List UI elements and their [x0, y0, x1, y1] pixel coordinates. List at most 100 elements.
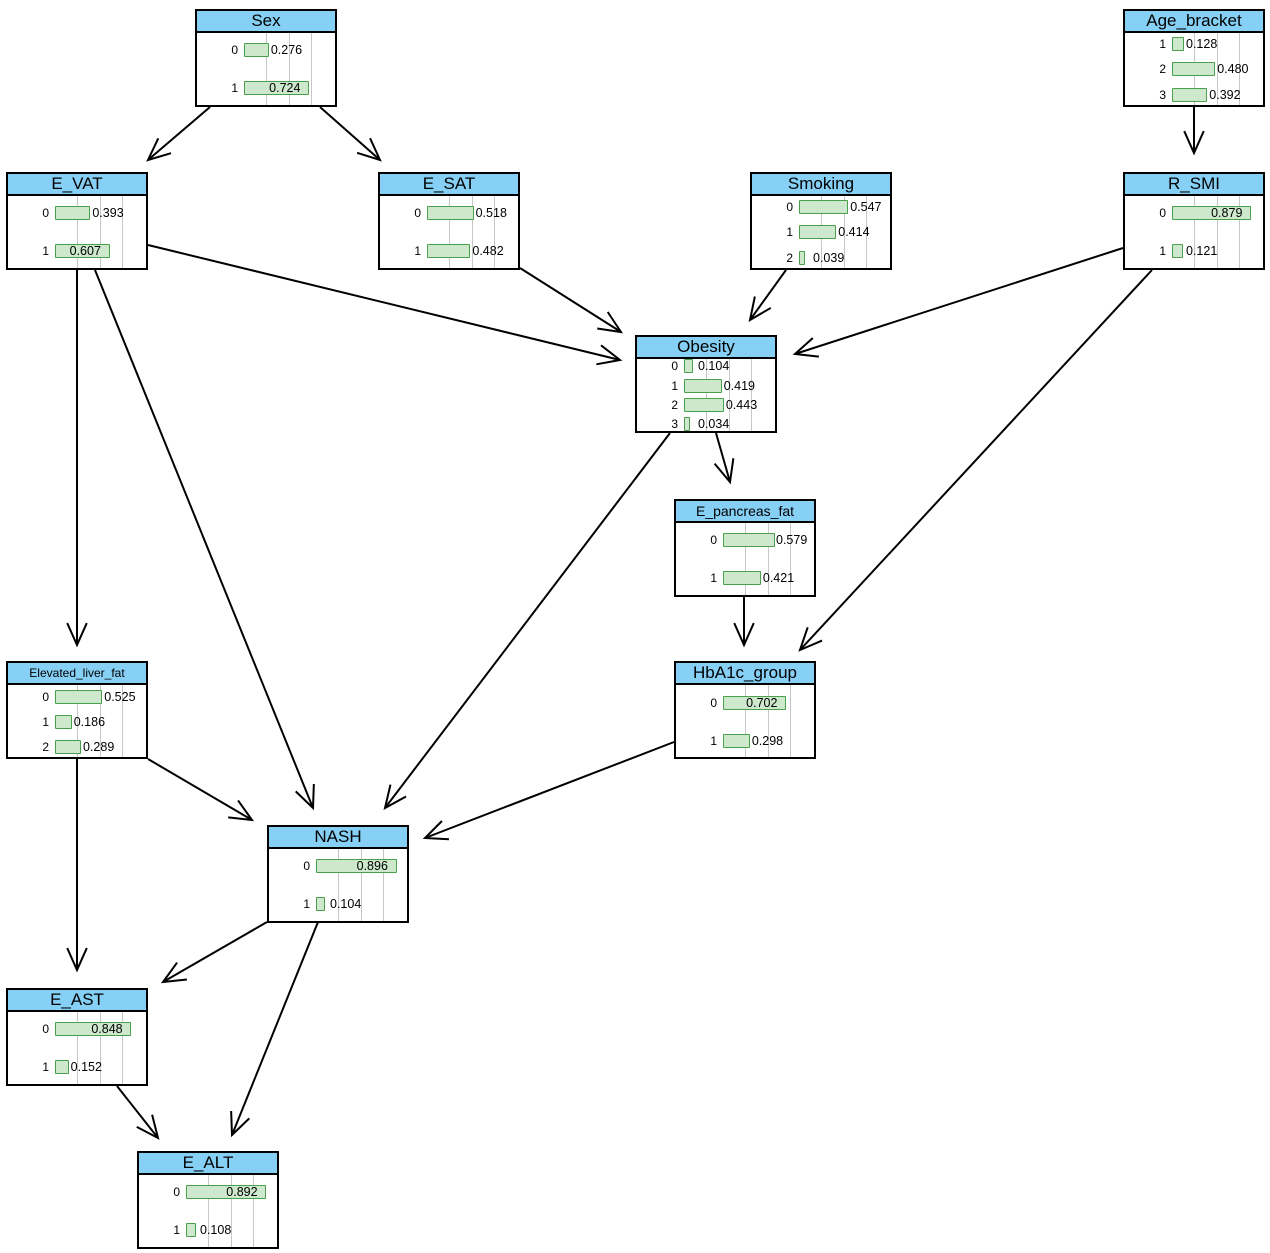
probability-value: 0.108	[200, 1223, 232, 1237]
grid-line	[289, 33, 290, 105]
arrowhead-icon	[136, 1114, 160, 1140]
arrowhead-icon	[597, 311, 624, 334]
grid-line	[100, 196, 101, 268]
node-title: E_SAT	[380, 174, 518, 196]
probability-value: 0.104	[330, 897, 362, 911]
state-label: 1	[414, 244, 421, 258]
state-label: 1	[671, 379, 678, 393]
probability-value: 0.892	[226, 1185, 258, 1199]
grid-line	[1239, 196, 1240, 268]
node-title: E_AST	[8, 990, 146, 1012]
probability-bar	[55, 715, 72, 729]
probability-bar	[1172, 62, 1216, 76]
grid-line	[1239, 33, 1240, 105]
grid-line	[361, 849, 362, 921]
state-label: 0	[671, 359, 678, 373]
edge-sex-to-e_vat	[146, 106, 211, 162]
grid-line	[100, 685, 101, 757]
grid-line	[790, 685, 791, 757]
edge-hba1c_group-to-nash	[422, 741, 675, 841]
edge-sex-to-e_sat	[319, 106, 382, 162]
probability-bar	[55, 244, 110, 258]
probability-bar	[799, 200, 849, 214]
probability-bar	[427, 244, 471, 258]
edge-r_smi-to-hba1c_group	[798, 269, 1153, 652]
probability-value: 0.419	[723, 379, 755, 393]
state-label: 2	[42, 740, 49, 754]
probability-bar	[723, 571, 761, 585]
edge-age_bracket-to-r_smi	[1183, 107, 1205, 156]
state-row: 1 0.298	[676, 733, 814, 749]
probability-value: 0.128	[1186, 37, 1218, 51]
arrowhead-icon	[1183, 130, 1205, 156]
state-label: 3	[1159, 88, 1166, 102]
state-label: 1	[710, 734, 717, 748]
grid-line	[745, 685, 746, 757]
state-label: 0	[414, 206, 421, 220]
probability-value: 0.579	[776, 533, 808, 547]
probability-value: 0.414	[838, 225, 870, 239]
node-title: R_SMI	[1125, 174, 1263, 196]
probability-value: 0.034	[698, 417, 730, 431]
probability-bar	[684, 379, 722, 393]
grid-line	[1194, 196, 1195, 268]
probability-bar	[799, 225, 837, 239]
arrowhead-icon	[228, 799, 255, 822]
edge-elevated_liver_fat-to-nash	[147, 758, 255, 822]
state-row: 1 0.414	[752, 224, 890, 240]
probability-bar	[684, 398, 724, 412]
arrowhead-icon	[748, 296, 772, 322]
arrowhead-icon	[66, 947, 88, 973]
probability-bar	[723, 734, 750, 748]
edge-elevated_liver_fat-to-e_ast	[66, 759, 88, 973]
edge-e_vat-to-elevated_liver_fat	[66, 270, 88, 648]
arrowhead-icon	[422, 820, 450, 841]
node-title: E_VAT	[8, 174, 146, 196]
probability-bar	[799, 251, 805, 265]
probability-bar	[1172, 206, 1252, 220]
probability-value: 0.298	[751, 734, 784, 748]
grid-line	[77, 1012, 78, 1084]
state-label: 0	[710, 696, 717, 710]
edge-nash-to-e_ast	[160, 921, 268, 984]
probability-bar	[723, 696, 787, 710]
state-label: 1	[231, 81, 238, 95]
node-title: Obesity	[637, 337, 775, 359]
state-label: 1	[786, 225, 793, 239]
node-title: Sex	[197, 11, 335, 33]
grid-line	[745, 523, 746, 595]
state-label: 1	[42, 1060, 49, 1074]
probability-bar	[316, 859, 397, 873]
grid-line	[790, 523, 791, 595]
probability-bar	[55, 206, 91, 220]
